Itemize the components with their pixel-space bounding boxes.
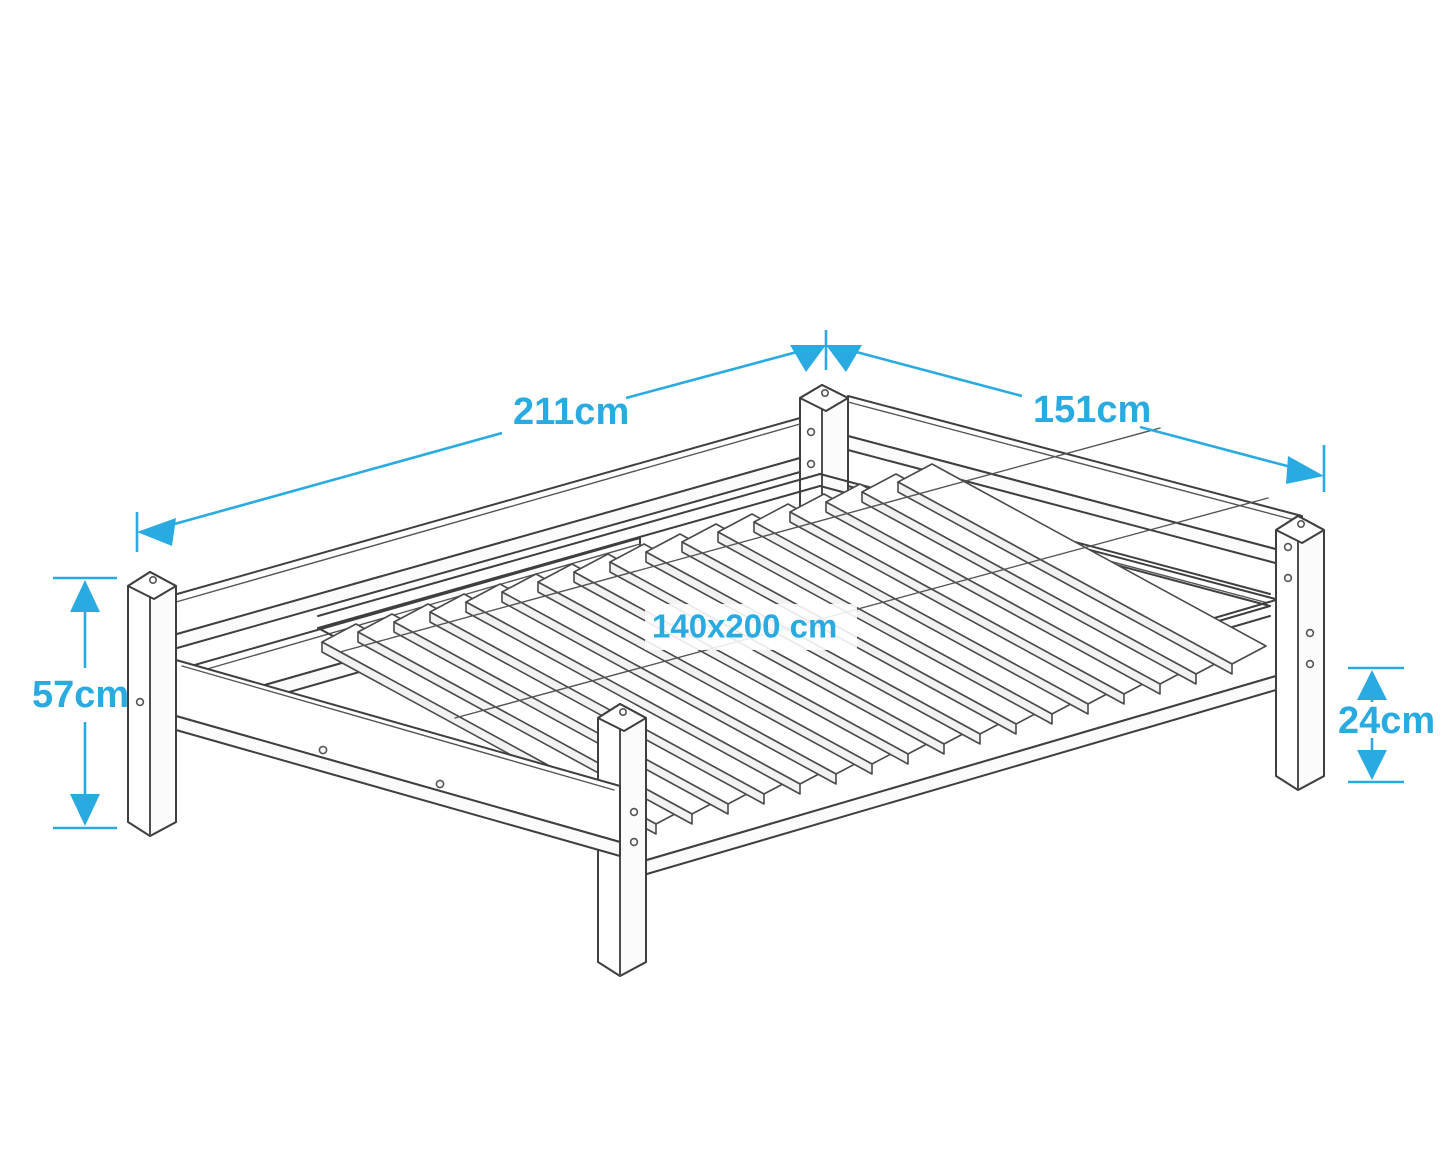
rear-right-post <box>1275 515 1325 791</box>
mattress-size-backing-plate <box>645 604 857 650</box>
width-dimension-label: 151cm <box>1033 389 1151 431</box>
headboard-height-dimension-label: 57cm <box>32 674 129 716</box>
mattress-size-label: 140x200 cm <box>652 608 837 645</box>
length-dimension: 211cm <box>135 330 828 552</box>
headboard-top-rail <box>847 395 1303 571</box>
bed-frame-illustration <box>127 384 1325 977</box>
headboard-height-dimension: 57cm <box>32 576 129 830</box>
mattress-slats <box>321 463 1267 835</box>
mattress-size-annotation: 140x200 cm <box>645 604 857 650</box>
width-dimension: 151cm <box>826 345 1326 492</box>
front-left-post <box>127 571 177 837</box>
centre-support-beam <box>339 427 1269 719</box>
length-dimension-label: 211cm <box>513 391 629 433</box>
clearance-height-dimension-label: 24cm <box>1338 700 1435 742</box>
clearance-height-dimension: 24cm <box>1338 666 1435 784</box>
dimension-annotations: 211cm 151cm <box>32 330 1435 830</box>
front-right-post <box>597 703 647 977</box>
footboard-front-panel <box>175 659 621 857</box>
